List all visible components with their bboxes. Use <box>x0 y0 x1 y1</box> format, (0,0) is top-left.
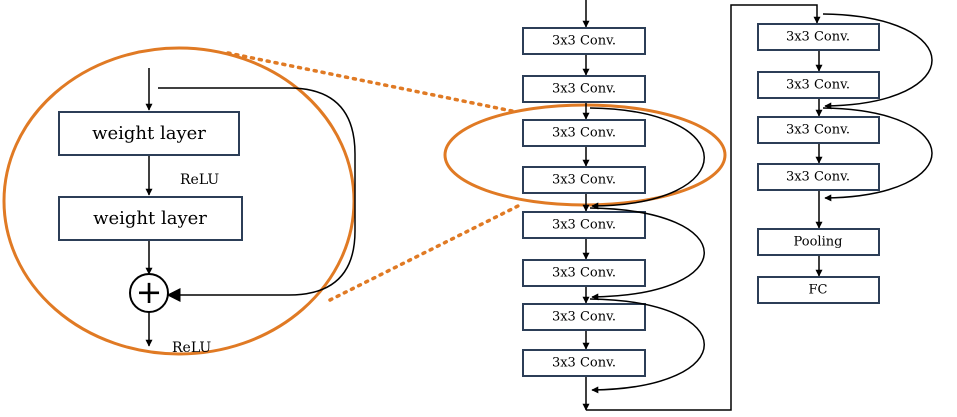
detail-relu-out-label: ReLU <box>172 340 211 356</box>
col1-conv-8-label: 3x3 Conv. <box>552 356 616 371</box>
col1-skip-2 <box>589 207 705 301</box>
add-symbol: + <box>136 273 163 311</box>
col1-conv-1-label: 3x3 Conv. <box>552 34 616 49</box>
fc-label: FC <box>809 283 828 298</box>
col1-conv-6-label: 3x3 Conv. <box>552 266 616 281</box>
residual-block-detail: weight layer ReLU weight layer + ReLU <box>58 68 356 356</box>
detail-ellipse <box>2 46 356 356</box>
col1-conv-4 <box>522 166 646 194</box>
col1-conv-2 <box>522 75 646 103</box>
col2-conv-1 <box>757 23 880 51</box>
col1-conv-1 <box>522 27 646 55</box>
col2-conv-3-label: 3x3 Conv. <box>786 123 850 138</box>
detail-skip-connection <box>158 87 356 302</box>
col2-conv-4 <box>757 163 880 191</box>
detail-weight-layer-2 <box>58 196 243 241</box>
col1-skip-1 <box>589 107 705 210</box>
column-connector <box>586 4 821 411</box>
col1-skip-3 <box>589 298 705 394</box>
col1-conv-3-label: 3x3 Conv. <box>552 126 616 141</box>
detail-weight-layer-1 <box>58 111 240 156</box>
col1-conv-8 <box>522 349 646 377</box>
col1-conv-7 <box>522 303 646 331</box>
fc-box <box>757 276 880 304</box>
col2-skip-2 <box>822 107 933 202</box>
col2-skip-1 <box>822 13 933 110</box>
col2-conv-4-label: 3x3 Conv. <box>786 170 850 185</box>
col1-conv-4-label: 3x3 Conv. <box>552 173 616 188</box>
col2-conv-2 <box>757 71 880 99</box>
col2-conv-2-label: 3x3 Conv. <box>786 78 850 93</box>
network-column-2: 3x3 Conv. 3x3 Conv. 3x3 Conv. 3x3 Conv. … <box>757 13 933 304</box>
col1-conv-5-label: 3x3 Conv. <box>552 218 616 233</box>
col1-conv-2-label: 3x3 Conv. <box>552 82 616 97</box>
zoom-line-top <box>226 51 514 113</box>
pooling-box <box>757 228 880 256</box>
col1-conv-3 <box>522 119 646 147</box>
detail-relu-mid-label: ReLU <box>180 172 219 188</box>
detail-weight-layer-2-label: weight layer <box>93 208 207 229</box>
pooling-label: Pooling <box>794 235 843 250</box>
zoom-line-bottom <box>328 202 524 302</box>
col2-conv-1-label: 3x3 Conv. <box>786 30 850 45</box>
col2-conv-3 <box>757 116 880 144</box>
col1-conv-5 <box>522 211 646 239</box>
network-column-1: 3x3 Conv. 3x3 Conv. 3x3 Conv. 3x3 Conv. … <box>522 0 705 411</box>
detail-weight-layer-1-label: weight layer <box>92 123 206 144</box>
col1-conv-7-label: 3x3 Conv. <box>552 310 616 325</box>
col1-conv-6 <box>522 259 646 287</box>
